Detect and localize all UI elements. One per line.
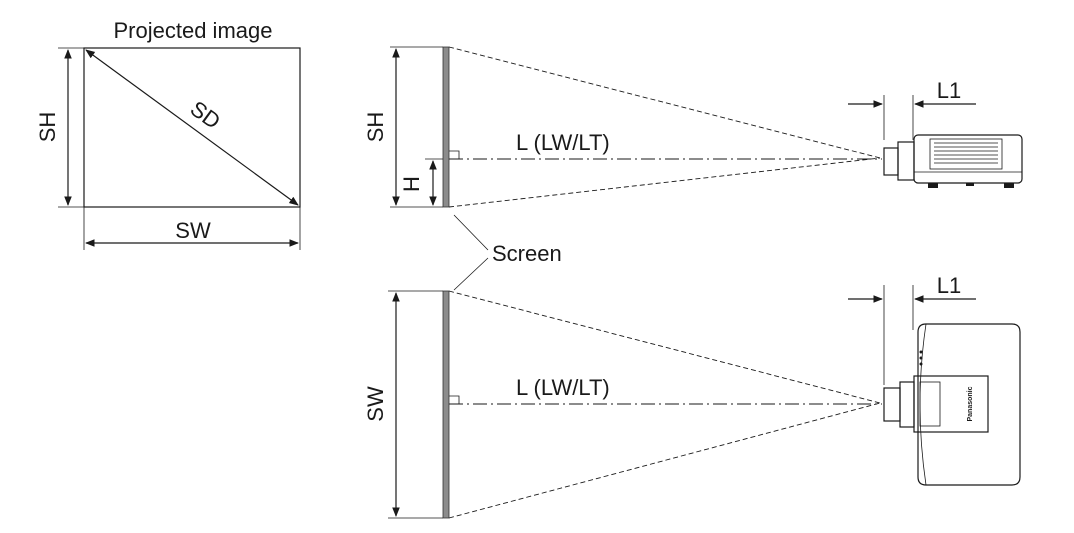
- projector-top-icon: Panasonic: [883, 323, 1021, 486]
- side-view: SH H L (LW/LT) L1: [363, 46, 1023, 208]
- sd-label: SD: [186, 96, 225, 134]
- sh-side-label: SH: [363, 112, 388, 143]
- projection-line-top-view-upper: [448, 290, 881, 404]
- projection-line-top: [448, 46, 881, 159]
- distance-label-side: L (LW/LT): [516, 130, 610, 155]
- projector-side-icon: [883, 134, 1023, 188]
- screen-leader-bottom: [453, 257, 489, 291]
- projected-image-title: Projected image: [114, 18, 273, 43]
- brand-logo: Panasonic: [967, 386, 974, 421]
- sd-diagonal-arrow: [85, 49, 299, 206]
- projection-line-bottom: [448, 157, 881, 208]
- h-label: H: [399, 176, 424, 192]
- projection-line-top-view-lower: [448, 402, 881, 519]
- l1-top-label: L1: [937, 273, 961, 298]
- l1-side-label: L1: [937, 78, 961, 103]
- screen-label: Screen: [492, 241, 562, 266]
- screen-top: [442, 290, 450, 519]
- distance-label-top: L (LW/LT): [516, 375, 610, 400]
- screen-side: [442, 46, 450, 208]
- projected-image-frame: [83, 47, 301, 208]
- projected-image-panel: Projected image SH SD SW: [35, 18, 301, 250]
- sw-top-label: SW: [363, 386, 388, 422]
- sw-label: SW: [175, 218, 211, 243]
- top-view: SW L (LW/LT) L1 Panasonic: [363, 273, 1021, 519]
- sh-label: SH: [35, 112, 60, 143]
- screen-leader-top: [453, 214, 489, 251]
